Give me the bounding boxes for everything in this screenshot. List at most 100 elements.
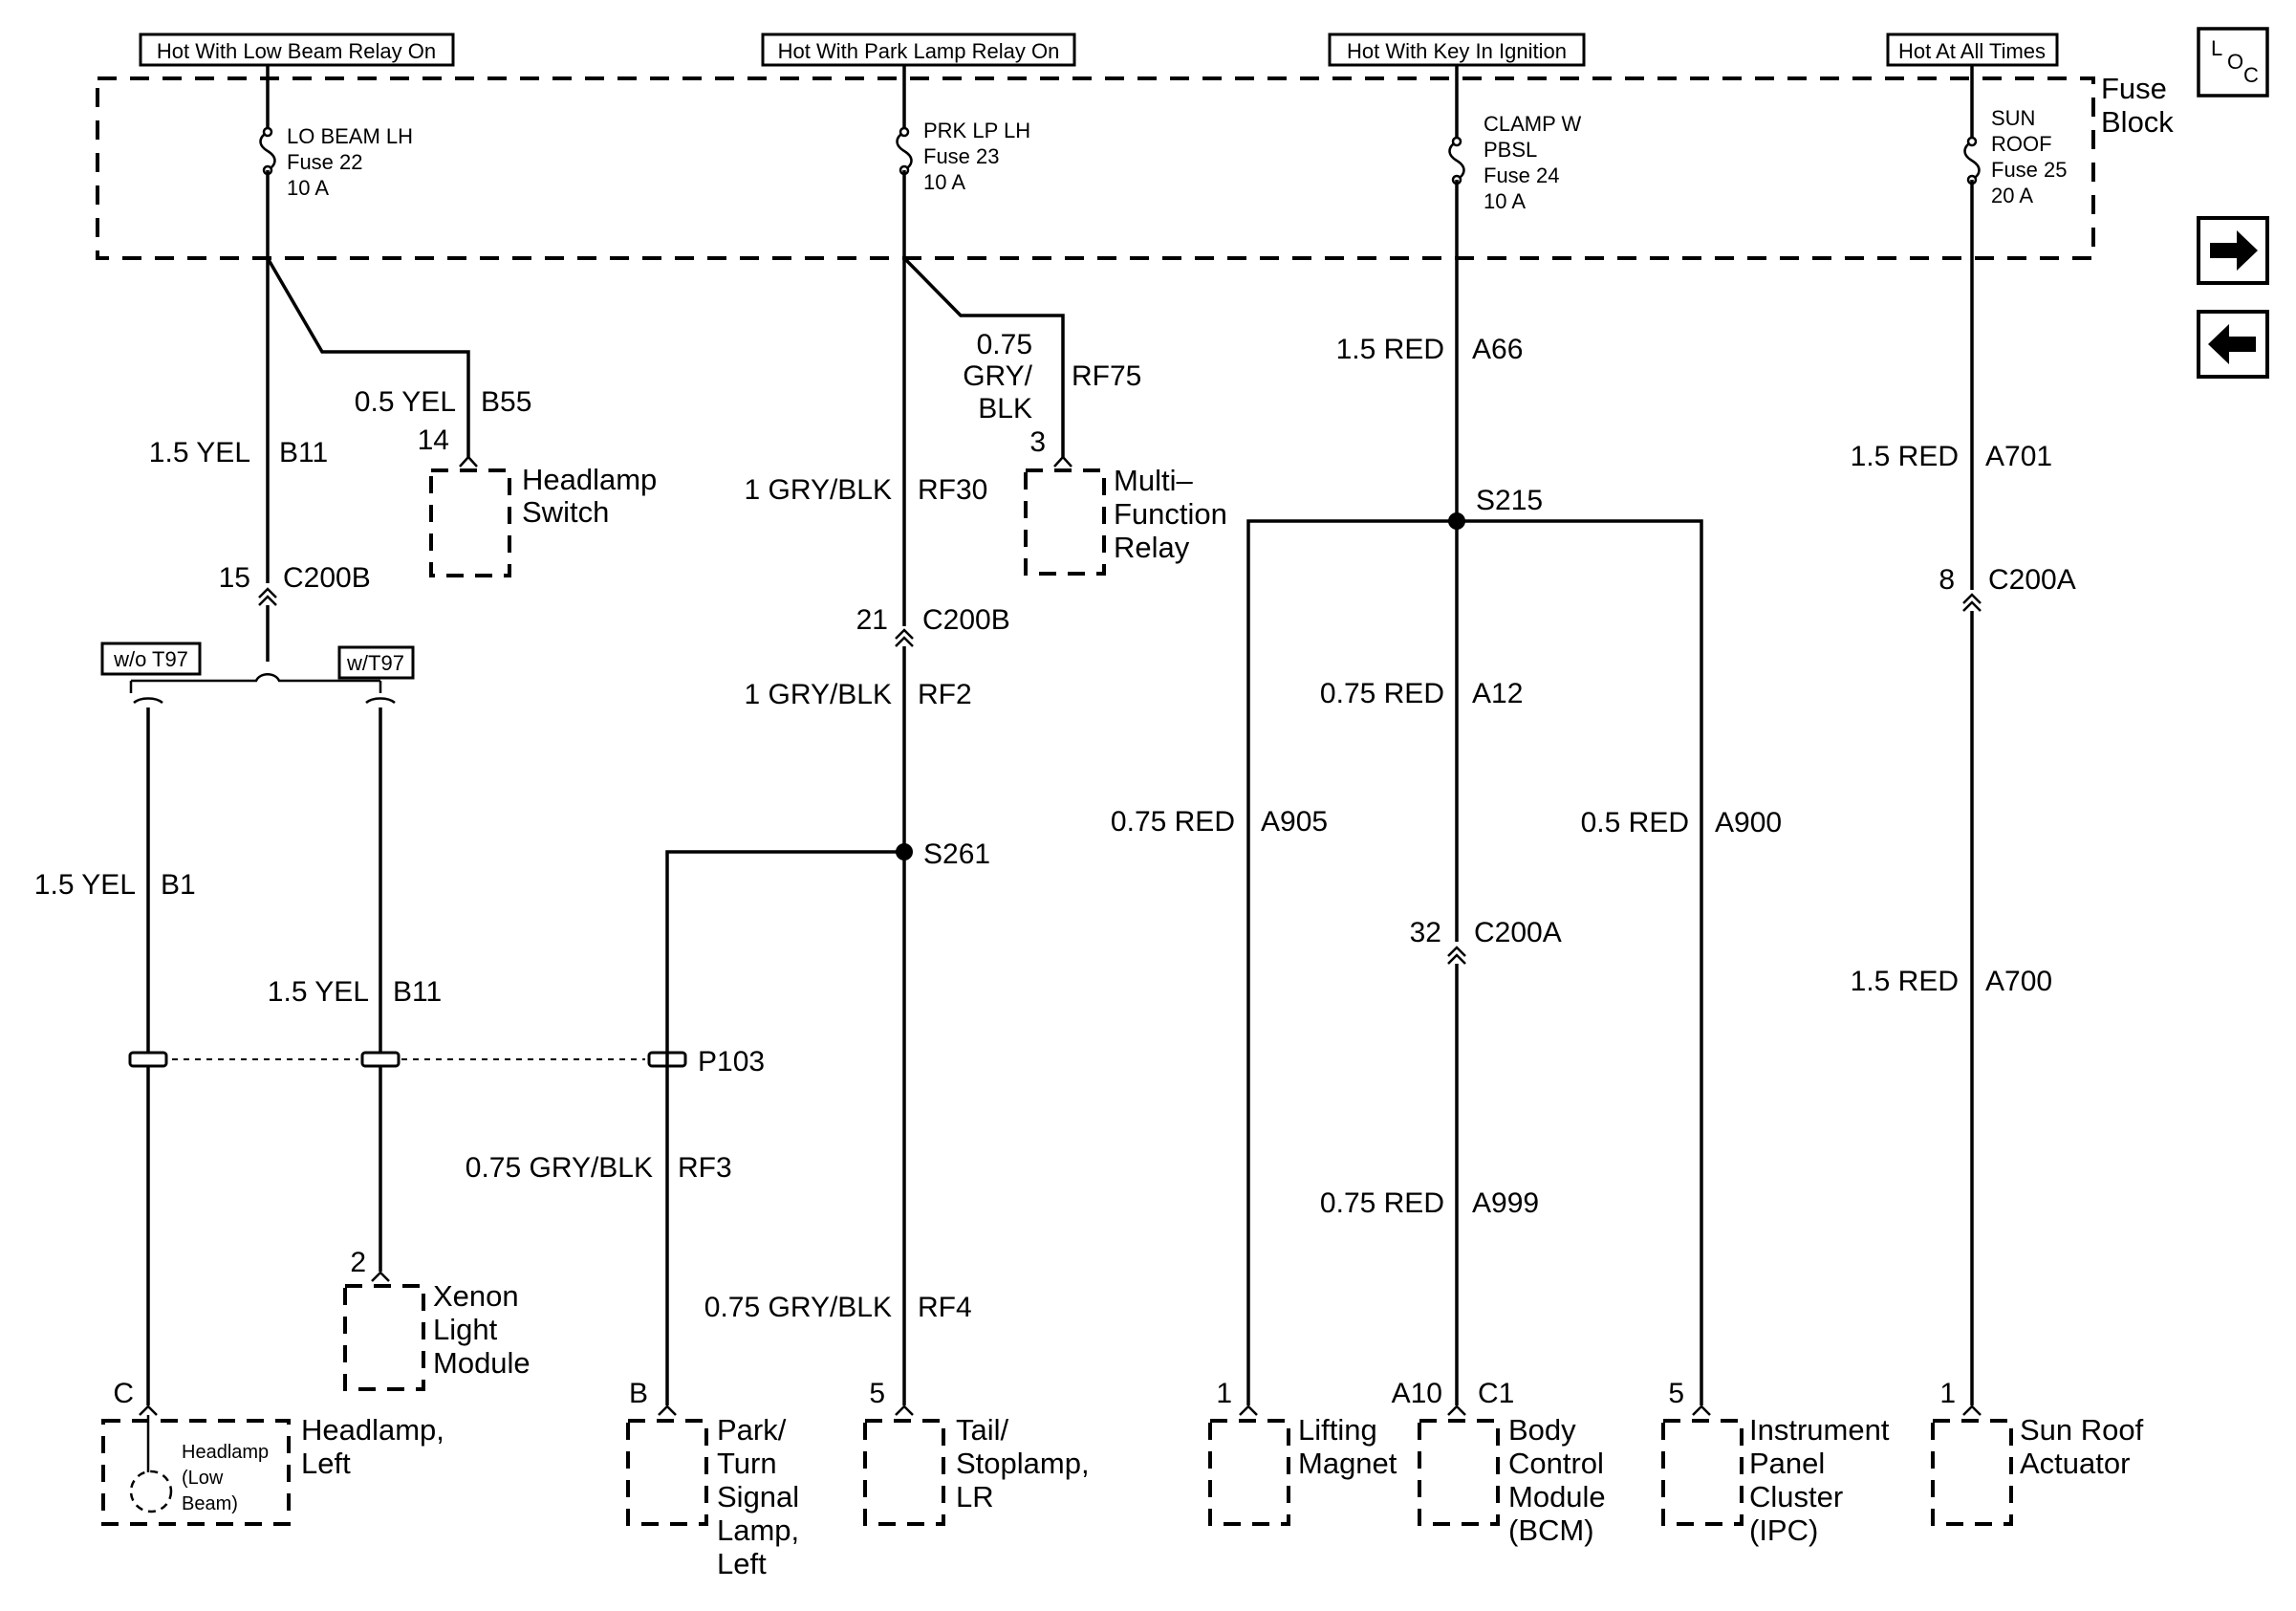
wire-a700-color: 1.5 RED [1851, 966, 1959, 997]
headlamp-left-label-1: Headlamp, [301, 1413, 444, 1447]
c200b-21-pin: 21 [856, 604, 888, 636]
header-park-lamp: Hot With Park Lamp Relay On [761, 33, 1076, 67]
fuse-25: SUN ROOF Fuse 25 20 A [1963, 65, 2068, 258]
next-page-button[interactable] [2197, 216, 2269, 285]
p103-label: P103 [698, 1046, 765, 1078]
header-low-beam-text: Hot With Low Beam Relay On [157, 39, 436, 63]
lift-label-1: Lifting [1298, 1413, 1377, 1447]
fuse-25-name-2: ROOF [1991, 132, 2052, 156]
headlamp-switch: Headlamp Switch [429, 463, 657, 577]
fuse-24-name: CLAMP W [1484, 112, 1582, 136]
wire-rf3-circuit: RF3 [678, 1152, 732, 1184]
fuse-23-number: Fuse 23 [923, 144, 1000, 168]
wire-rf2-circuit: RF2 [918, 679, 972, 710]
option-wo-t97: w/o T97 [113, 647, 188, 671]
wire-b55-color: 0.5 YEL [355, 386, 456, 418]
headlamp-inner-label-1: Headlamp [182, 1442, 269, 1463]
wire-b11-top-color: 1.5 YEL [149, 437, 250, 468]
wire-a701-color: 1.5 RED [1851, 441, 1959, 472]
tail-label-2: Stoplamp, [956, 1447, 1090, 1480]
option-w-t97: w/T97 [346, 651, 404, 675]
wire-rf75-size: 0.75 [977, 329, 1032, 360]
fuse-block-outline [96, 76, 2095, 260]
mfr-pin: 3 [1029, 426, 1046, 458]
fuse-22-rating: 10 A [287, 176, 329, 200]
fuse-22: LO BEAM LH Fuse 22 10 A [259, 65, 413, 258]
option-split: w/o T97 w/T97 [100, 642, 415, 705]
header-all-times: Hot At All Times [1886, 33, 2059, 67]
wire-a905-circuit: A905 [1261, 806, 1328, 838]
fuse-24: CLAMP W PBSL Fuse 24 10 A [1448, 65, 1582, 258]
wire-a12-circuit: A12 [1472, 678, 1523, 709]
wire-rf4-color: 0.75 GRY/BLK [704, 1292, 892, 1323]
arrow-left-icon [2208, 324, 2256, 364]
sunroof-label-1: Sun Roof [2020, 1413, 2144, 1447]
c200a-8-pin: 8 [1939, 564, 1955, 596]
p103-link: P103 [128, 1046, 765, 1078]
headlamp-switch-label-1: Headlamp [522, 463, 657, 496]
wire-a12-color: 0.75 RED [1320, 678, 1444, 709]
xenon-label-3: Module [433, 1346, 531, 1380]
connector-c200b-21: 21 C200B [856, 604, 1010, 647]
s261-label: S261 [923, 838, 990, 870]
park-turn-signal-lamp-left: Park/ Turn Signal Lamp, Left [626, 1413, 799, 1580]
ipc-label-1: Instrument [1749, 1413, 1890, 1447]
sun-roof-actuator: Sun Roof Actuator [1931, 1413, 2144, 1526]
c200b-21-name: C200B [922, 604, 1010, 636]
park-label-4: Lamp, [717, 1513, 799, 1547]
wire-a905 [1246, 519, 1457, 1405]
header-low-beam: Hot With Low Beam Relay On [139, 33, 455, 67]
c200b-15-pin: 15 [219, 562, 250, 594]
fuse-23-rating: 10 A [923, 170, 965, 194]
tail-pin: 5 [869, 1378, 885, 1409]
wire-a900-circuit: A900 [1715, 807, 1782, 838]
wire-a900-color: 0.5 RED [1581, 807, 1689, 838]
instrument-panel-cluster: Instrument Panel Cluster (IPC) [1661, 1413, 1890, 1547]
c200b-15-name: C200B [283, 562, 371, 594]
connector-c200b-15: 15 C200B [219, 562, 371, 662]
loc-o: O [2227, 50, 2243, 74]
headlamp-switch-label-2: Switch [522, 495, 609, 529]
ipc-label-2: Panel [1749, 1447, 1825, 1480]
wire-b11-low-color: 1.5 YEL [268, 976, 369, 1008]
lift-pin: 1 [1216, 1378, 1232, 1409]
headlamp-switch-pin: 14 [418, 425, 449, 456]
wire-b55 [266, 257, 470, 457]
previous-page-button[interactable] [2197, 310, 2269, 379]
bcm-pin-a10: A10 [1392, 1378, 1442, 1409]
fuse-block-label: Fuse [2101, 72, 2167, 105]
park-label-2: Turn [717, 1447, 777, 1480]
wire-a66-color: 1.5 RED [1336, 334, 1444, 365]
ipc-pin: 5 [1668, 1378, 1684, 1409]
wire-rf75-color-1: GRY/ [963, 360, 1032, 392]
loc-l: L [2211, 36, 2222, 60]
wire-b11-low-circuit: B11 [393, 976, 442, 1008]
body-control-module: Body Control Module (BCM) [1418, 1413, 1606, 1547]
fuse-24-number: Fuse 24 [1484, 163, 1560, 187]
fuse-block-label-2: Block [2101, 105, 2174, 139]
wire-a700-circuit: A700 [1985, 966, 2052, 997]
mfr-label-3: Relay [1114, 531, 1190, 564]
wire-a900 [1457, 519, 1703, 1405]
wire-rf3 [665, 850, 904, 1405]
loc-button[interactable]: L O C [2197, 27, 2269, 98]
s215-label: S215 [1476, 485, 1543, 516]
wire-b1-color: 1.5 YEL [34, 869, 136, 901]
wire-rf75-color-2: BLK [978, 393, 1032, 425]
fuse-24-rating: 10 A [1484, 189, 1526, 213]
ipc-label-3: Cluster [1749, 1480, 1843, 1513]
bcm-label-3: Module [1508, 1480, 1606, 1513]
header-key-ignition: Hot With Key In Ignition [1328, 33, 1586, 67]
connector-c200a-8: 8 C200A [1939, 564, 2076, 612]
fuse-25-name: SUN [1991, 106, 2035, 130]
headlamp-left: Headlamp (Low Beam) Headlamp, Left [101, 1413, 444, 1526]
wire-rf75 [902, 256, 1065, 457]
header-park-lamp-text: Hot With Park Lamp Relay On [778, 39, 1060, 63]
mfr-label-1: Multi– [1114, 464, 1193, 497]
fuse-25-rating: 20 A [1991, 184, 2033, 207]
multi-function-relay: Multi– Function Relay [1024, 464, 1227, 576]
headlamp-inner-label-3: Beam) [182, 1493, 238, 1514]
header-key-ignition-text: Hot With Key In Ignition [1347, 39, 1567, 63]
wire-b55-circuit: B55 [481, 386, 531, 418]
